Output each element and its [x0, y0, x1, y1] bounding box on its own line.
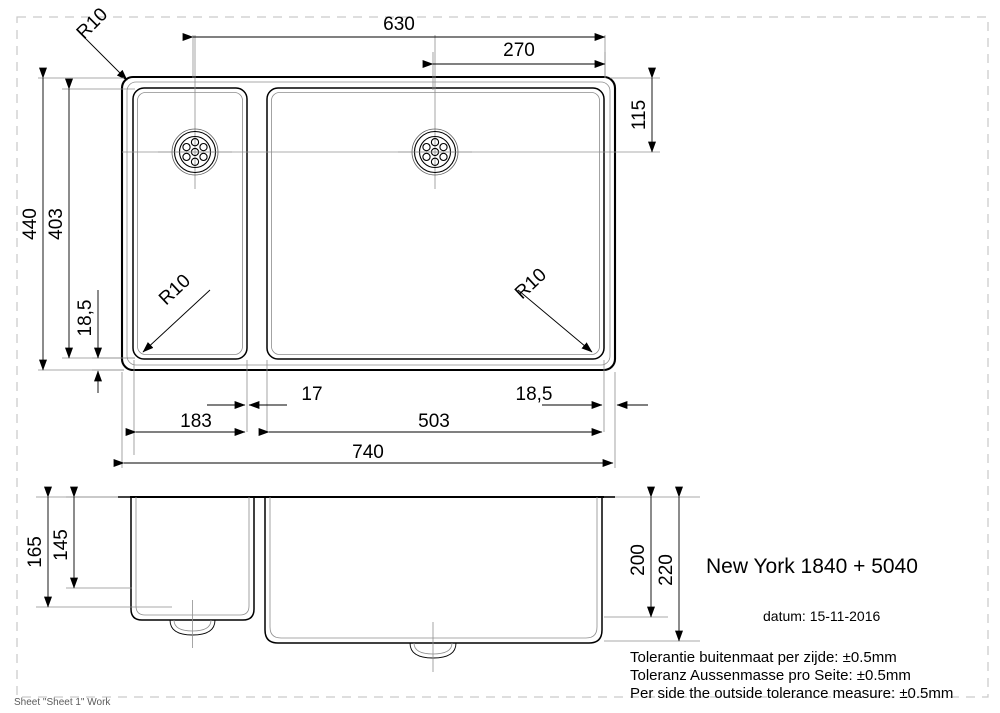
dimension-115: 115 — [610, 67, 660, 153]
section-large-basin-inner — [269, 497, 598, 639]
small-basin-outline — [132, 87, 248, 360]
sheet-frame — [16, 16, 989, 698]
dimension-label-145: 145 — [51, 529, 72, 561]
dimension-label-165: 165 — [25, 536, 46, 568]
section-view-geometry — [118, 495, 615, 672]
section-large-basin-body — [264, 497, 603, 644]
radius-callout-outer-top-left: R10 — [73, 4, 128, 81]
dimension-label-183: 183 — [180, 411, 212, 432]
radius-label-r10-large-basin: R10 — [511, 265, 551, 304]
dimension-label-220: 220 — [656, 554, 677, 586]
radius-label-r10-top-left: R10 — [73, 4, 112, 43]
dimension-630: 630 — [182, 14, 606, 78]
dimension-220: 220 — [604, 486, 700, 642]
small-basin-inner-outline — [137, 92, 243, 355]
dimension-label-630: 630 — [383, 14, 415, 35]
large-basin-inner-outline — [271, 92, 600, 355]
dimension-label-115: 115 — [629, 100, 650, 130]
title-block: New York 1840 + 5040 datum: 15-11-2016 T… — [630, 555, 953, 702]
dimension-440: 440 — [20, 67, 124, 371]
dimension-label-200: 200 — [628, 544, 649, 576]
sheet-footer: Sheet "Sheet 1" Work — [14, 697, 111, 708]
dimension-740: 740 — [113, 442, 614, 467]
dimension-200: 200 — [604, 486, 700, 618]
drawing-date: datum: 15-11-2016 — [763, 608, 880, 624]
dimension-183: 183 — [125, 411, 246, 436]
tolerance-note-de: Toleranz Aussenmasse pro Seite: ±0.5mm — [630, 667, 911, 684]
dimension-145: 145 — [51, 486, 132, 589]
plan-bottom-extension-lines — [121, 360, 616, 468]
sink-outer-rim — [120, 75, 617, 372]
radius-label-r10-small-basin: R10 — [155, 271, 195, 310]
tolerance-note-nl: Tolerantie buitenmaat per zijde: ±0.5mm — [630, 649, 897, 666]
tolerance-note-en: Per side the outside tolerance measure: … — [630, 685, 953, 702]
product-name: New York 1840 + 5040 — [706, 555, 918, 578]
sheet-footer-label: Sheet "Sheet 1" Work — [14, 697, 111, 708]
radius-callout-large-basin: R10 — [511, 265, 593, 353]
dimension-label-17: 17 — [301, 384, 322, 405]
dimension-label-18-5-left: 18,5 — [75, 300, 96, 337]
large-basin-outline — [266, 87, 605, 360]
dimension-label-270: 270 — [503, 40, 535, 61]
dimension-165: 165 — [25, 486, 172, 608]
sink-rim-inner-edge — [126, 81, 611, 366]
dimension-label-18-5-right: 18,5 — [516, 384, 553, 405]
dimension-270: 270 — [422, 40, 606, 90]
dimension-18-5-left: 18,5 — [75, 290, 135, 393]
dimension-label-503: 503 — [418, 411, 450, 432]
dimension-label-740: 740 — [352, 442, 384, 463]
plan-view-geometry — [120, 35, 660, 372]
section-small-basin-inner — [135, 497, 250, 616]
dimension-label-403: 403 — [46, 208, 67, 240]
dimension-503: 503 — [258, 411, 603, 436]
dimension-18-5-right: 18,5 — [516, 384, 648, 409]
dimension-label-440: 440 — [20, 208, 41, 240]
radius-callout-small-basin: R10 — [142, 271, 211, 353]
dimension-17: 17 — [207, 384, 323, 409]
